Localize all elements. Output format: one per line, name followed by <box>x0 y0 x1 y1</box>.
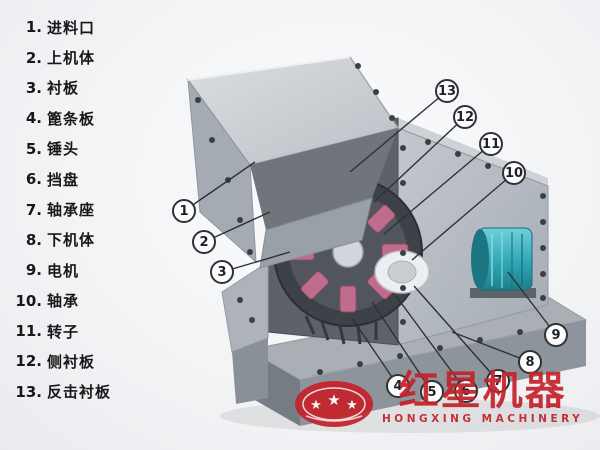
parts-list-item: 10. 轴承 <box>10 286 111 316</box>
part-number: 3. <box>25 78 42 97</box>
parts-list-item: 2. 上机体 <box>10 42 111 72</box>
hopper-throat <box>250 128 398 230</box>
part-number: 10. <box>15 291 42 310</box>
part-label: 轴承 <box>47 292 80 311</box>
star-icon: ★ <box>346 398 358 413</box>
part-label: 衬板 <box>47 79 80 98</box>
parts-list-item: 5. 锤头 <box>10 134 111 164</box>
part-number: 7. <box>25 200 42 219</box>
part-label: 挡盘 <box>47 170 80 189</box>
callout-5: 5 <box>420 380 444 404</box>
parts-list: 1. 进料口 2. 上机体 3. 衬板 4. 篦条板 5. 锤头 6. 挡盘 7. 轴承座 8… <box>10 12 111 407</box>
part-number: 2. <box>25 48 42 67</box>
callout-6: 6 <box>454 379 478 403</box>
parts-list-item: 1. 进料口 <box>10 12 111 42</box>
parts-list-item: 11. 转子 <box>10 316 111 346</box>
parts-list-item: 4. 篦条板 <box>10 103 111 133</box>
callout-7: 7 <box>486 369 510 393</box>
part-number: 12. <box>15 352 42 371</box>
leader-lines <box>183 90 557 393</box>
left-support <box>221 261 269 404</box>
grate-bars <box>304 315 378 345</box>
part-number: 13. <box>15 382 42 401</box>
part-label: 下机体 <box>47 231 96 250</box>
part-label: 上机体 <box>47 49 96 68</box>
star-icon: ★ <box>327 391 340 409</box>
callout-2: 2 <box>192 230 216 254</box>
brand-logo-oval: ★ ★ ★ <box>295 381 373 427</box>
parts-list-item: 13. 反击衬板 <box>10 377 111 407</box>
callout-11: 11 <box>479 132 503 156</box>
callout-10: 10 <box>502 161 526 185</box>
callout-1: 1 <box>172 199 196 223</box>
star-icon: ★ <box>310 398 322 413</box>
brand-name: 红星机器 <box>398 368 567 414</box>
part-number: 11. <box>15 322 42 341</box>
brand-subtitle: HONGXING MACHINERY <box>382 413 584 425</box>
part-label: 锤头 <box>47 140 80 159</box>
callout-3: 3 <box>210 260 234 284</box>
part-label: 篦条板 <box>47 109 96 128</box>
feed-hopper <box>186 56 400 269</box>
parts-list-item: 9. 电机 <box>10 255 111 285</box>
part-label: 轴承座 <box>47 201 96 220</box>
callout-13: 13 <box>435 79 459 103</box>
callout-12: 12 <box>453 105 477 129</box>
part-number: 5. <box>25 139 42 158</box>
part-number: 4. <box>25 109 42 128</box>
callout-4: 4 <box>386 374 410 398</box>
part-label: 转子 <box>47 322 80 341</box>
parts-list-item: 3. 衬板 <box>10 73 111 103</box>
motor <box>470 227 536 298</box>
part-number: 8. <box>25 230 42 249</box>
parts-list-item: 12. 侧衬板 <box>10 346 111 376</box>
part-label: 进料口 <box>47 18 96 37</box>
parts-list-item: 7. 轴承座 <box>10 194 111 224</box>
part-number: 9. <box>25 261 42 280</box>
callout-8: 8 <box>518 350 542 374</box>
part-number: 1. <box>25 18 42 37</box>
parts-list-item: 6. 挡盘 <box>10 164 111 194</box>
parts-list-item: 8. 下机体 <box>10 225 111 255</box>
bearing-housing <box>374 250 430 294</box>
part-number: 6. <box>25 170 42 189</box>
brand-watermark: ★ ★ ★ 红星机器 HONGXING MACHINERY <box>292 370 592 442</box>
part-label: 侧衬板 <box>47 352 96 371</box>
callout-9: 9 <box>544 323 568 347</box>
part-label: 反击衬板 <box>47 383 112 402</box>
part-label: 电机 <box>47 261 80 280</box>
